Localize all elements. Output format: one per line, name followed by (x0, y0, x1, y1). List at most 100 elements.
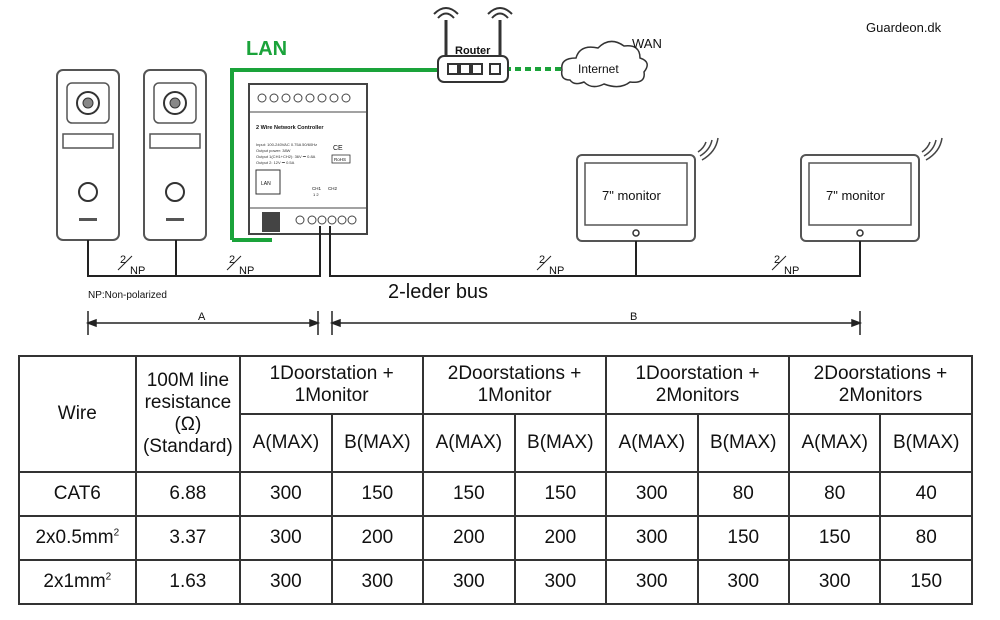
np-note: NP:Non-polarized (88, 290, 167, 301)
brand-label: Guardeon.dk (866, 20, 942, 35)
controller-ch1: CH1 (312, 186, 321, 191)
value-cell: 300 (513, 559, 608, 605)
wifi-icon (697, 137, 719, 161)
controller-spec-2: Output power: 38W (256, 148, 291, 153)
value-cell: 300 (239, 515, 333, 561)
value-cell: 40 (879, 471, 973, 517)
controller-lan-port-label: LAN (261, 181, 271, 187)
wifi-icon (921, 137, 943, 161)
router-antenna-right-icon (487, 7, 513, 58)
svg-text:2: 2 (120, 254, 126, 266)
resistance-cell: 6.88 (134, 471, 242, 517)
resistance-cell: 3.37 (134, 515, 242, 561)
np-mark-3: 2 NP (536, 254, 564, 277)
value-cell: 150 (696, 515, 790, 561)
range-b-label: B (630, 311, 637, 323)
lan-cable (230, 67, 566, 242)
wire-length-table: Wire 100M line resistance (Ω) (Standard)… (18, 355, 974, 605)
internet-cloud-icon: Internet (560, 40, 648, 88)
svg-text:NP: NP (239, 265, 254, 277)
range-a-label: A (198, 311, 206, 323)
value-cell: 80 (879, 515, 973, 561)
sub-header-a: A(MAX) (422, 413, 516, 473)
internet-label: Internet (578, 62, 619, 76)
value-cell: 300 (239, 559, 333, 605)
value-cell: 300 (239, 471, 333, 517)
monitor-2: 7" monitor (800, 137, 943, 242)
monitor-1-label: 7" monitor (602, 188, 661, 203)
table-row: CAT6 6.88 300 150 150 150 300 80 80 40 (18, 471, 973, 517)
resistance-header: 100M line resistance (Ω) (Standard) (134, 355, 242, 473)
group-header-4: 2Doorstations + 2Monitors (787, 355, 974, 415)
value-cell: 300 (605, 515, 699, 561)
bus-label: 2-leder bus (388, 281, 488, 303)
value-cell: 300 (605, 559, 699, 605)
monitor-1: 7" monitor (576, 137, 719, 242)
sub-header-a: A(MAX) (787, 413, 882, 473)
value-cell: 150 (879, 559, 973, 605)
value-cell: 150 (422, 471, 516, 517)
call-button-icon (165, 182, 185, 202)
lan-label: LAN (246, 38, 287, 60)
value-cell: 150 (787, 515, 882, 561)
np-mark-1: 2 NP (117, 254, 145, 277)
monitor-2-label: 7" monitor (826, 188, 885, 203)
group-header-2: 2Doorstations + 1Monitor (422, 355, 608, 415)
svg-text:2: 2 (774, 254, 780, 266)
lan-port-icon (262, 212, 280, 232)
value-cell: 150 (330, 471, 425, 517)
range-a (85, 311, 321, 335)
door-station-1 (56, 69, 120, 241)
svg-text:NP: NP (549, 265, 564, 277)
value-cell: 300 (787, 559, 882, 605)
sub-header-b: B(MAX) (513, 413, 608, 473)
range-b (329, 311, 863, 335)
group-header-3: 1Doorstation + 2Monitors (605, 355, 790, 415)
controller-ch2: CH2 (328, 186, 337, 191)
network-controller: 2 Wire Network Controller Input: 100-240… (248, 83, 368, 235)
np-mark-4: 2 NP (771, 254, 799, 277)
sub-header-b: B(MAX) (879, 413, 973, 473)
value-cell: 300 (422, 559, 516, 605)
router-antenna-left-icon (433, 7, 459, 58)
bus-wiring (87, 226, 861, 277)
svg-text:NP: NP (784, 265, 799, 277)
table-row: 2x1mm2 1.63 300 300 300 300 300 300 300 … (18, 559, 973, 605)
sub-header-b: B(MAX) (696, 413, 790, 473)
value-cell: 150 (513, 471, 608, 517)
wire-cell: 2x0.5mm2 (18, 515, 137, 561)
controller-ch-nums: 1 2 (313, 192, 319, 197)
value-cell: 200 (513, 515, 608, 561)
door-station-2 (143, 69, 207, 241)
wiring-diagram: Guardeon.dk LAN Router Internet WAN (56, 7, 943, 335)
sub-header-a: A(MAX) (239, 413, 333, 473)
router-label: Router (455, 45, 491, 57)
call-button-icon (78, 182, 98, 202)
value-cell: 80 (696, 471, 790, 517)
controller-spec-1: Input: 100-240VAC 0.75A 50/60Hz (256, 142, 317, 147)
svg-text:2: 2 (539, 254, 545, 266)
value-cell: 300 (330, 559, 425, 605)
svg-text:2: 2 (229, 254, 235, 266)
np-mark-2: 2 NP (226, 254, 254, 277)
wire-header: Wire (18, 355, 137, 473)
value-cell: 300 (605, 471, 699, 517)
table-row: 2x0.5mm2 3.37 300 200 200 200 300 150 15… (18, 515, 973, 561)
resistance-cell: 1.63 (134, 559, 242, 605)
svg-text:NP: NP (130, 265, 145, 277)
value-cell: 300 (696, 559, 790, 605)
sub-header-b: B(MAX) (330, 413, 425, 473)
value-cell: 200 (330, 515, 425, 561)
wire-cell: 2x1mm2 (18, 559, 137, 605)
router: Router (433, 7, 513, 83)
sub-header-a: A(MAX) (605, 413, 699, 473)
controller-spec-3: Output 1(CH1+CH2): 36V ⎓ 0.8A (256, 154, 316, 159)
controller-ce: CE (333, 145, 343, 152)
controller-spec-4: Output 2: 12V ⎓ 0.5A (256, 160, 295, 165)
controller-title: 2 Wire Network Controller (256, 125, 324, 131)
wire-cell: CAT6 (18, 471, 137, 517)
wan-label: WAN (632, 36, 662, 51)
value-cell: 80 (787, 471, 882, 517)
value-cell: 200 (422, 515, 516, 561)
controller-rohs: RoHS (334, 157, 346, 162)
